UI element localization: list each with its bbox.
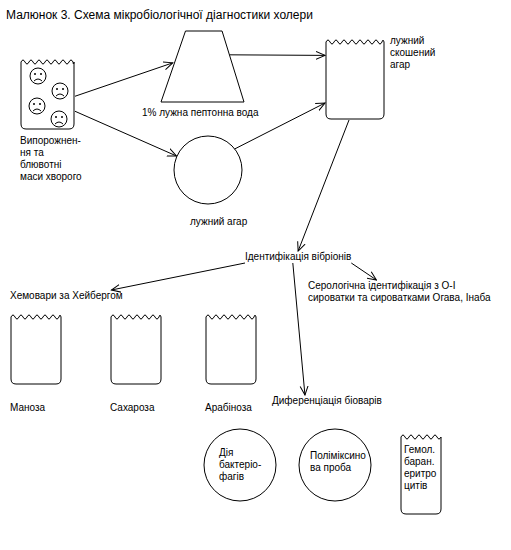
petri-dish: лужний агар [173, 135, 243, 205]
tube-line [11, 317, 61, 384]
circle-line [204, 429, 276, 501]
specimen-tube: Випорожнен- ня та блювотні маси хворого [20, 55, 75, 130]
arrow-connector [230, 54, 325, 56]
node-text: Дія бактеріо- фагів [219, 447, 271, 483]
test-tube: Маноза [10, 310, 62, 385]
tube-outline [110, 310, 162, 385]
node-text: Сахароза [110, 402, 180, 414]
flask-line [161, 31, 244, 102]
step-label: Ідентифікація вібріонів [245, 251, 351, 263]
arrow-connector [351, 263, 376, 280]
sad-face [52, 83, 68, 99]
tube-rim [111, 315, 161, 319]
tube-line [111, 317, 161, 384]
flask-outline [160, 30, 245, 103]
step-label: Серологічна ідентифікація з О-І сироватк… [308, 280, 493, 304]
tube-line [326, 42, 384, 119]
node-text: Поліміксино ва проба [310, 450, 370, 474]
node-text: лужний скошений агар [390, 35, 452, 71]
node-text: лужний агар [190, 216, 270, 228]
arrow-connector [75, 63, 173, 96]
tube-outline [20, 55, 75, 130]
node-text: Диференціація біоварів [272, 395, 382, 407]
circle-line [299, 429, 371, 501]
tube-outline [325, 35, 385, 120]
petri-dish: Поліміксино ва проба [298, 428, 372, 502]
tube-rim [401, 435, 441, 439]
node-text: Маноза [10, 402, 80, 414]
test-tube: Сахароза [110, 310, 162, 385]
sad-face [30, 68, 46, 84]
tube-rim [326, 40, 384, 44]
slant-tube: лужний скошений агар [325, 35, 385, 120]
arrow-connector [111, 263, 245, 290]
node-text: Гемол. баран. еритро цитів [404, 444, 442, 492]
petri-dish: Дія бактеріо- фагів [203, 428, 277, 502]
tube-outline [205, 310, 257, 385]
tube-line [401, 437, 441, 514]
node-text: Хемовари за Хейбергом [10, 290, 123, 302]
circle-line [174, 136, 242, 204]
tube-outline [10, 310, 62, 385]
circle-outline [173, 135, 243, 205]
node-text: Випорожнен- ня та блювотні маси хворого [20, 135, 82, 183]
test-tube: Арабіноза [205, 310, 257, 385]
sad-face [51, 111, 67, 127]
tube-rim [21, 60, 74, 64]
sad-face [29, 98, 45, 114]
flask-node: 1% лужна пептонна вода [160, 30, 245, 103]
test-tube: Гемол. баран. еритро цитів [400, 430, 442, 515]
arrow-connector [293, 263, 305, 395]
node-text: Серологічна ідентифікація з О-І сироватк… [308, 280, 493, 304]
tube-line [21, 62, 74, 129]
arrow-connector [298, 120, 349, 251]
step-label: Хемовари за Хейбергом [10, 290, 123, 302]
tube-rim [206, 315, 256, 319]
diagram-title: Малюнок 3. Схема мікробіологічної діагно… [6, 8, 326, 22]
tube-rim [11, 315, 61, 319]
node-text: 1% лужна пептонна вода [142, 107, 282, 119]
node-text: Ідентифікація вібріонів [245, 251, 351, 263]
node-text: Арабіноза [205, 402, 275, 414]
tube-line [206, 317, 256, 384]
step-label: Диференціація біоварів [272, 395, 382, 407]
